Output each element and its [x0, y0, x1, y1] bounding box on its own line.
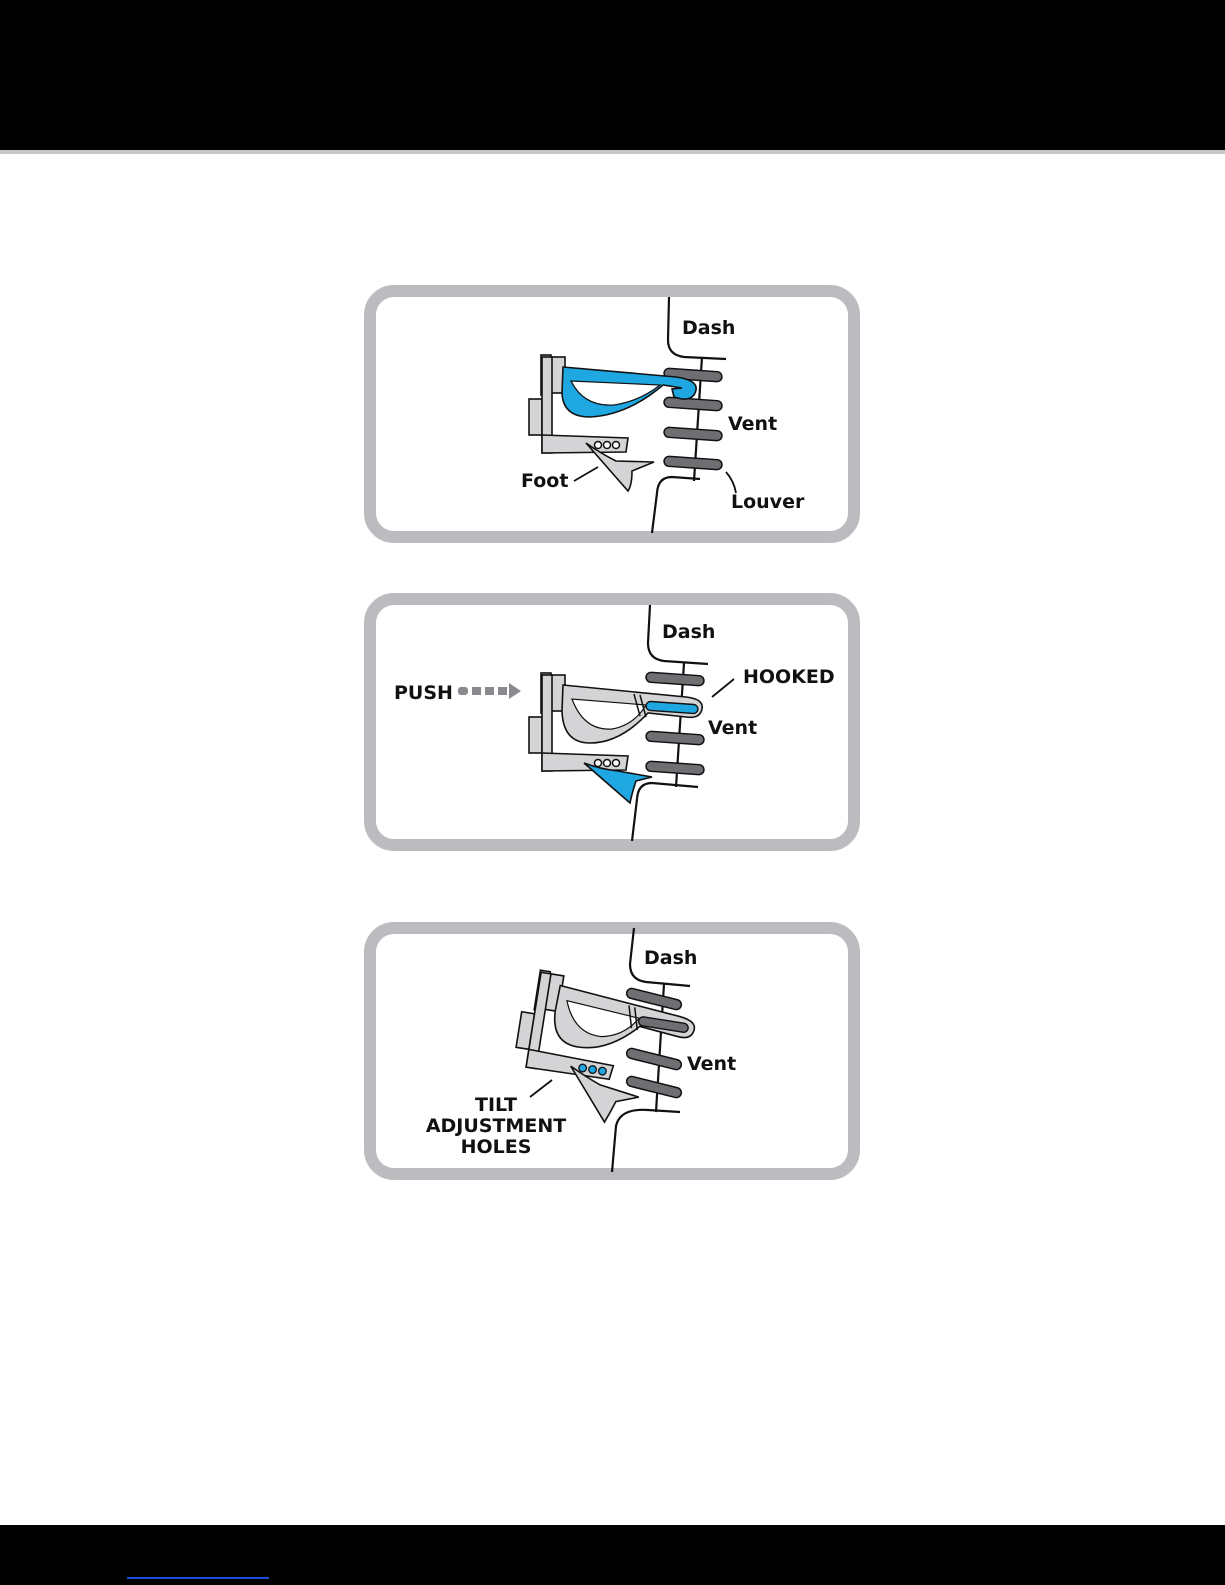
label-dash: Dash	[644, 947, 697, 969]
panel-1-clip-and-foot: Dash Vent Foot Louver	[0, 285, 1225, 555]
panel-1-diagram: Dash Vent Foot Louver	[0, 285, 1225, 555]
label-louver: Louver	[731, 491, 805, 513]
tilt-hole	[595, 442, 602, 449]
tilt-hole	[598, 1067, 607, 1076]
label-push: PUSH	[394, 682, 453, 704]
tilt-hole	[588, 1065, 597, 1074]
label-hooked: HOOKED	[743, 666, 835, 688]
tilt-hole	[613, 442, 620, 449]
label-dash: Dash	[662, 621, 715, 643]
panel-3-diagram: Dash Vent TILT ADJUSTMENT HOLES	[0, 922, 1225, 1192]
label-vent: Vent	[728, 413, 777, 435]
tilt-hole	[595, 760, 602, 767]
label-foot: Foot	[521, 470, 568, 492]
back-plate-tab	[529, 717, 542, 753]
tilt-hole	[578, 1064, 587, 1073]
panel-2-diagram: Dash Vent PUSH HOOKED	[0, 593, 1225, 863]
label-tilt-line-1: TILT	[475, 1094, 517, 1116]
panel-2-push-hooked: Dash Vent PUSH HOOKED	[0, 593, 1225, 863]
push-arrow-dash	[472, 687, 481, 695]
header-bar	[0, 0, 1225, 150]
label-vent: Vent	[708, 717, 757, 739]
label-tilt-line-2: ADJUSTMENT	[426, 1115, 566, 1137]
header-rule	[0, 150, 1225, 154]
label-vent: Vent	[687, 1053, 736, 1075]
back-plate-tab	[529, 399, 542, 435]
tilt-hole	[613, 760, 620, 767]
panel-frame	[370, 928, 854, 1174]
panel-3-tilt-adjustment: Dash Vent TILT ADJUSTMENT HOLES	[0, 922, 1225, 1192]
tilt-hole	[604, 442, 611, 449]
label-tilt-line-3: HOLES	[461, 1136, 532, 1158]
footer-link[interactable]	[127, 1577, 269, 1579]
footer-bar	[0, 1525, 1225, 1585]
tilt-hole	[604, 760, 611, 767]
tilt-holes	[595, 760, 620, 767]
push-arrow-dash	[458, 687, 468, 695]
label-dash: Dash	[682, 317, 735, 339]
tilt-holes	[595, 442, 620, 449]
push-arrow-dash	[498, 687, 507, 695]
push-arrow-dash	[485, 687, 494, 695]
